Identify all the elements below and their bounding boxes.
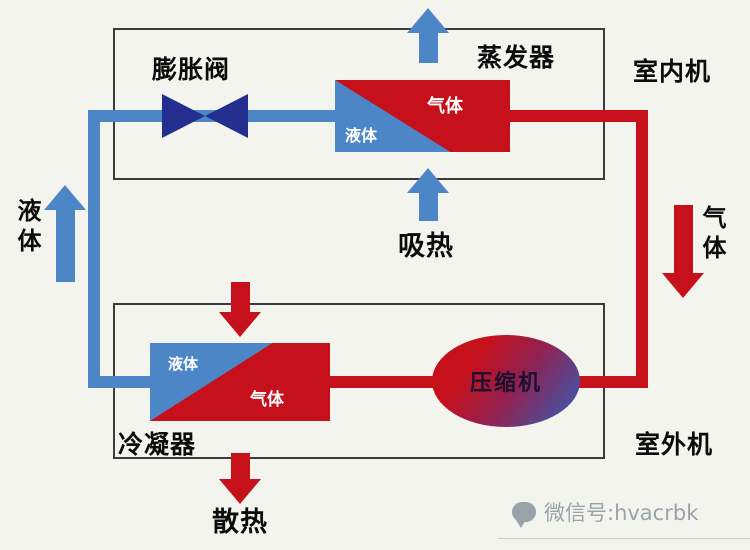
dissipate-heat-arrow-icon (219, 453, 261, 504)
indoor-unit-label: 室内机 (633, 57, 712, 86)
pipe-gas-right-vertical (636, 110, 648, 388)
arrow-body (418, 33, 438, 63)
evaporator-outlet-arrow-icon (407, 8, 449, 63)
compressor-label: 压缩机 (469, 371, 542, 396)
condenser-box: 液体 气体 (150, 343, 330, 421)
dissipate-heat-label: 散热 (212, 507, 268, 538)
gas-flow-down-arrow-icon (662, 205, 704, 298)
evaporator-liquid-label: 液体 (345, 126, 378, 145)
pipe-liquid-left-vertical (88, 110, 100, 388)
arrow-body (55, 210, 75, 282)
evaporator-label: 蒸发器 (477, 43, 556, 72)
liquid-flow-up-arrow-icon (44, 185, 86, 282)
outdoor-unit-label: 室外机 (635, 430, 714, 459)
wechat-watermark: 微信号:hvacrbk (512, 497, 699, 528)
arrow-up-icon (44, 185, 86, 210)
absorb-heat-arrow-icon (407, 168, 449, 221)
arrow-down-icon (219, 479, 261, 504)
expansion-valve-icon (205, 94, 248, 138)
condenser-label: 冷凝器 (118, 430, 197, 459)
right-pipe-gas-label: 气体 (698, 205, 726, 265)
arrow-down-icon (662, 273, 704, 298)
pipe-liquid-bottom (88, 376, 154, 388)
indoor-unit-outline (113, 28, 605, 180)
wechat-icon (512, 502, 536, 528)
condenser-inlet-arrow-icon (219, 282, 261, 337)
arrow-body (673, 205, 693, 273)
pipe-gas-compressor-out (565, 376, 648, 388)
absorb-heat-label: 吸热 (398, 231, 454, 262)
arrow-body (418, 193, 438, 221)
compressor: 压缩机 (432, 335, 580, 427)
arrow-up-icon (407, 168, 449, 193)
left-pipe-liquid-label: 液体 (13, 198, 41, 258)
pipe-gas-top (508, 110, 648, 122)
arrow-body (230, 282, 250, 312)
wechat-id-label: 微信号:hvacrbk (544, 501, 699, 525)
arrow-body (230, 453, 250, 479)
condenser-liquid-label: 液体 (168, 355, 199, 373)
expansion-valve-icon (162, 94, 205, 138)
pipe-gas-condenser-in (326, 376, 442, 388)
evaporator-gas-label: 气体 (427, 96, 463, 117)
footer-divider (498, 538, 750, 539)
arrow-up-icon (407, 8, 449, 33)
arrow-down-icon (219, 312, 261, 337)
evaporator-box: 液体 气体 (335, 80, 510, 152)
condenser-gas-label: 气体 (250, 390, 284, 410)
expansion-valve-label: 膨胀阀 (152, 55, 231, 84)
